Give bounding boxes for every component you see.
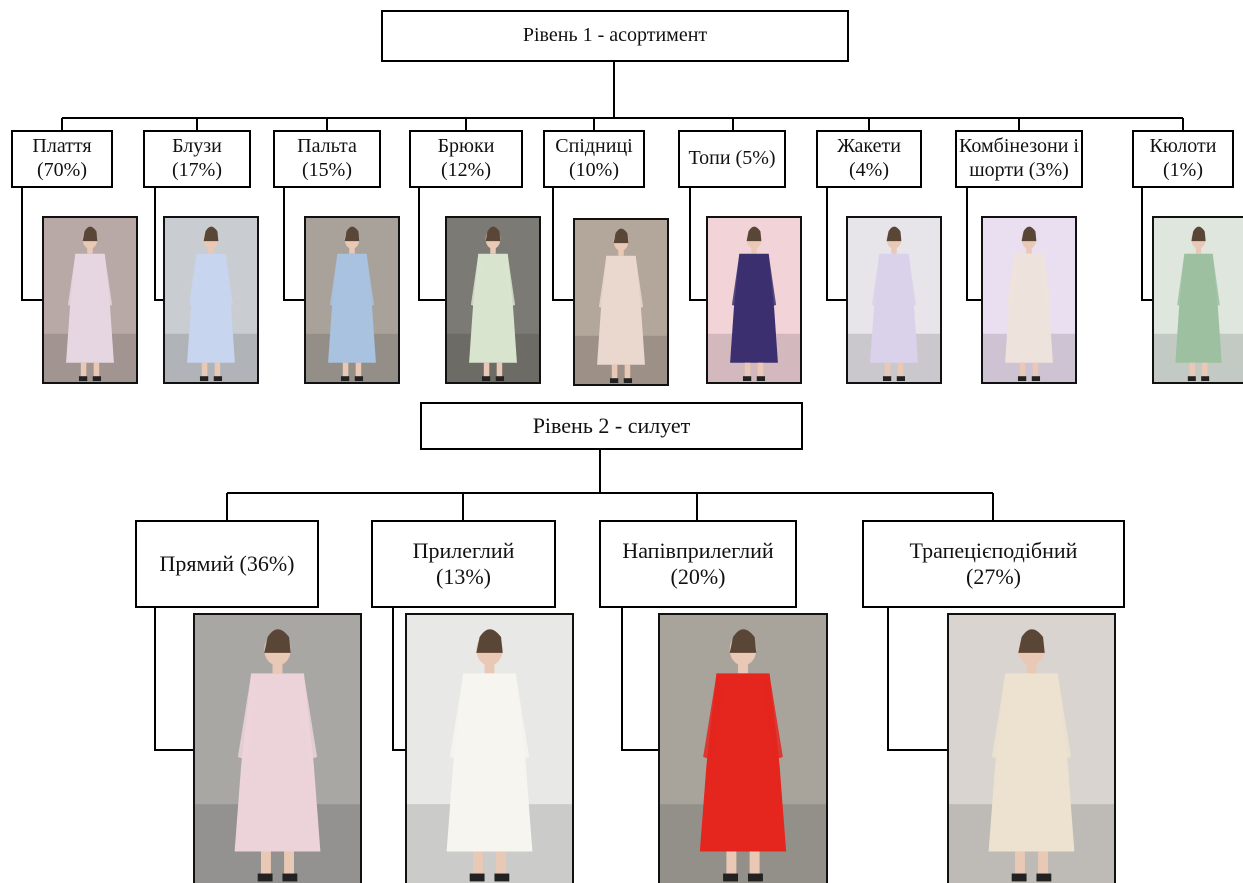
category-box-trousers: Брюки (12%) (409, 130, 523, 188)
level2-title-box: Рівень 2 - силует (420, 402, 803, 450)
runway-top-photo (706, 216, 802, 384)
runway-coat-photo (304, 216, 400, 384)
category-box-jumpsuits-shorts: Комбінезони і шорти (3%) (955, 130, 1083, 188)
runway-trapeze-silhouette-photo (947, 613, 1116, 883)
category-box-blouses: Блузи (17%) (143, 130, 251, 188)
level1-title-box: Рівень 1 - асортимент (381, 10, 849, 62)
category-box-coats: Пальта (15%) (273, 130, 381, 188)
runway-semifitted-silhouette-photo (658, 613, 828, 883)
category-box-jackets: Жакети (4%) (816, 130, 922, 188)
category-box-tops: Топи (5%) (678, 130, 786, 188)
category-label: Кюлоти (1%) (1149, 135, 1217, 181)
silhouette-label: Напівприлеглий (20%) (622, 538, 774, 589)
category-label: Жакети (4%) (837, 135, 901, 181)
silhouette-box-straight: Прямий (36%) (135, 520, 319, 608)
silhouette-box-fitted: Прилеглий (13%) (371, 520, 556, 608)
category-box-dresses: Плаття (70%) (11, 130, 113, 188)
runway-straight-silhouette-photo (193, 613, 362, 883)
silhouette-label: Трапецієподібний (27%) (909, 538, 1078, 589)
silhouette-label: Прилеглий (13%) (412, 538, 515, 589)
level1-title: Рівень 1 - асортимент (522, 24, 708, 47)
runway-dress-photo (42, 216, 138, 384)
category-box-skirts: Спідниці (10%) (543, 130, 645, 188)
level2-title: Рівень 2 - силует (532, 413, 691, 439)
runway-jumpsuit-photo (981, 216, 1077, 384)
category-label: Брюки (12%) (437, 135, 495, 181)
category-label: Спідниці (10%) (555, 135, 633, 181)
category-box-culottes: Кюлоти (1%) (1132, 130, 1234, 188)
silhouette-label: Прямий (36%) (159, 551, 295, 577)
silhouette-box-trapeze: Трапецієподібний (27%) (862, 520, 1125, 608)
category-label: Пальта (15%) (297, 135, 357, 181)
runway-culottes-photo (1152, 216, 1243, 384)
runway-skirt-photo (573, 218, 669, 386)
runway-blouse-photo (163, 216, 259, 384)
runway-jacket-photo (846, 216, 942, 384)
runway-fitted-silhouette-photo (405, 613, 574, 883)
category-label: Плаття (70%) (32, 135, 92, 181)
runway-trousers-photo (445, 216, 541, 384)
category-label: Топи (5%) (688, 147, 776, 170)
category-label: Блузи (17%) (172, 135, 222, 181)
category-label: Комбінезони і шорти (3%) (959, 135, 1079, 181)
silhouette-box-semifitted: Напівприлеглий (20%) (599, 520, 797, 608)
